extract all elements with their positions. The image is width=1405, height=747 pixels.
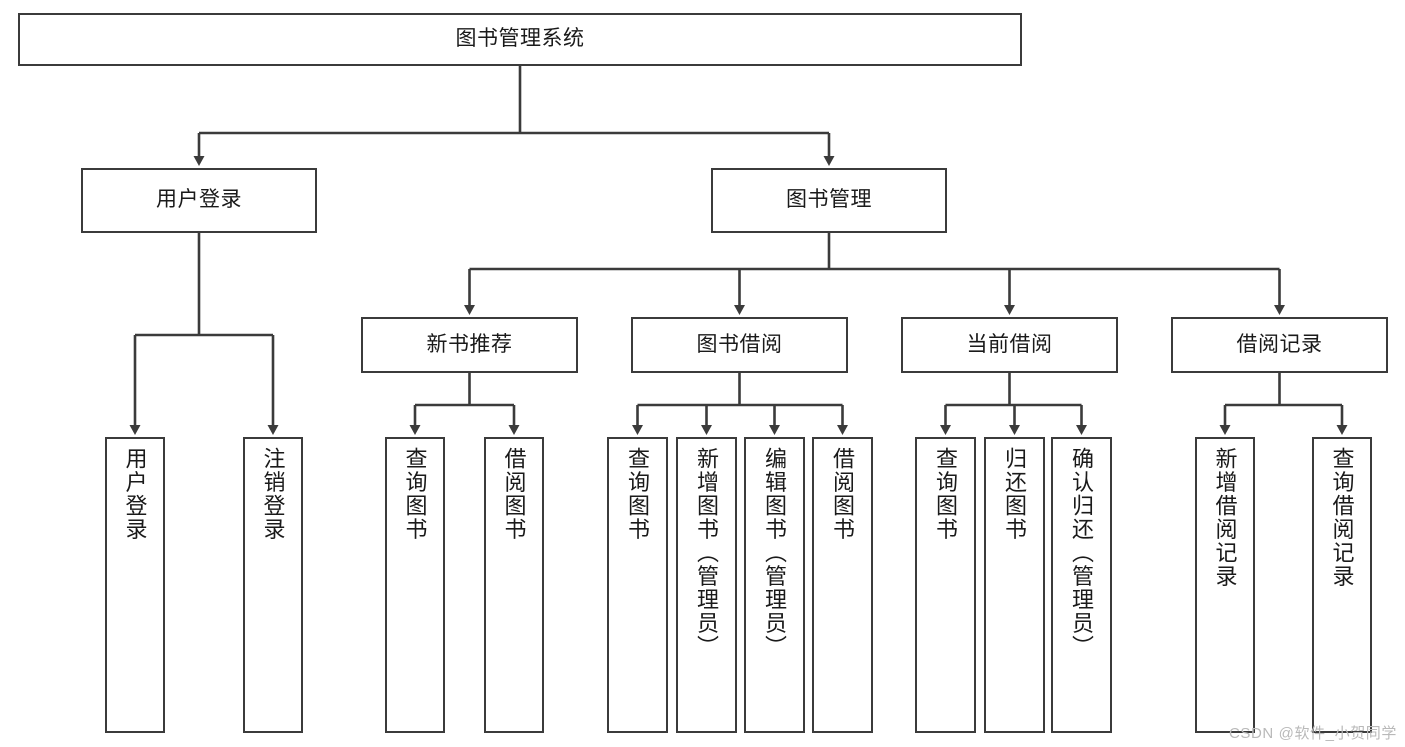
leaf-return-book[interactable]: 归还图书 <box>984 437 1045 733</box>
leaf-add-book-label: 新增图书（管理员） <box>694 447 720 659</box>
leaf-query-borrow-record[interactable]: 查询借阅记录 <box>1312 437 1372 733</box>
node-root-label: 图书管理系统 <box>455 27 585 51</box>
leaf-add-borrow-record[interactable]: 新增借阅记录 <box>1195 437 1255 733</box>
node-book-borrow-label: 图书借阅 <box>696 332 783 356</box>
leaf-query-book-borrow-label: 查询图书 <box>625 447 651 541</box>
node-user-login-label: 用户登录 <box>156 188 242 212</box>
leaf-query-book-borrow[interactable]: 查询图书 <box>607 437 668 733</box>
leaf-confirm-return-label: 确认归还（管理员） <box>1069 447 1095 659</box>
node-new-book-recommend[interactable]: 新书推荐 <box>361 317 578 373</box>
leaf-borrow-book-recommend[interactable]: 借阅图书 <box>484 437 544 733</box>
node-borrow-record[interactable]: 借阅记录 <box>1171 317 1388 373</box>
leaf-add-borrow-record-label: 新增借阅记录 <box>1212 447 1238 588</box>
leaf-query-book-recommend[interactable]: 查询图书 <box>385 437 445 733</box>
leaf-borrow-book-recommend-label: 借阅图书 <box>501 447 527 541</box>
node-borrow-record-label: 借阅记录 <box>1236 332 1323 356</box>
leaf-user-login-label: 用户登录 <box>122 447 148 541</box>
leaf-confirm-return[interactable]: 确认归还（管理员） <box>1051 437 1112 733</box>
leaf-query-book-current-label: 查询图书 <box>933 447 959 541</box>
node-new-book-recommend-label: 新书推荐 <box>426 332 513 356</box>
node-current-borrow-label: 当前借阅 <box>966 332 1053 356</box>
leaf-borrow-book-label: 借阅图书 <box>830 447 856 541</box>
leaf-user-login[interactable]: 用户登录 <box>105 437 165 733</box>
node-book-management[interactable]: 图书管理 <box>711 168 947 233</box>
node-current-borrow[interactable]: 当前借阅 <box>901 317 1118 373</box>
leaf-logout-label: 注销登录 <box>260 447 286 541</box>
leaf-add-book[interactable]: 新增图书（管理员） <box>676 437 737 733</box>
leaf-borrow-book[interactable]: 借阅图书 <box>812 437 873 733</box>
leaf-query-book-recommend-label: 查询图书 <box>402 447 428 541</box>
leaf-query-book-current[interactable]: 查询图书 <box>915 437 976 733</box>
node-book-management-label: 图书管理 <box>786 188 872 212</box>
leaf-logout[interactable]: 注销登录 <box>243 437 303 733</box>
leaf-edit-book-label: 编辑图书（管理员） <box>762 447 788 659</box>
watermark: CSDN @软件_小贺同学 <box>1228 725 1397 742</box>
leaf-return-book-label: 归还图书 <box>1002 447 1028 541</box>
leaf-query-borrow-record-label: 查询借阅记录 <box>1329 447 1355 588</box>
node-root[interactable]: 图书管理系统 <box>18 13 1022 66</box>
node-user-login[interactable]: 用户登录 <box>81 168 317 233</box>
leaf-edit-book[interactable]: 编辑图书（管理员） <box>744 437 805 733</box>
node-book-borrow[interactable]: 图书借阅 <box>631 317 848 373</box>
